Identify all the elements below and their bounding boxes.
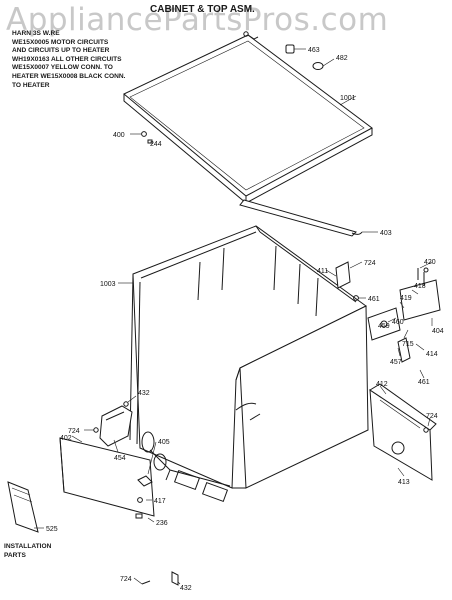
callout-label: 454 — [114, 455, 126, 462]
harness-note-line: HEATER WE15X0008 BLACK CONN. — [12, 72, 126, 80]
callout-label: 1003 — [100, 281, 116, 288]
callout-label: 724 — [120, 576, 132, 583]
harness-note: HARN 3S W.RE WE15X0005 MOTOR CIRCUITS AN… — [12, 30, 142, 90]
small-brackets — [93, 261, 429, 433]
lower-hardware — [135, 475, 179, 586]
callout-label: 715 — [402, 341, 414, 348]
front-strap — [239, 199, 363, 237]
callout-label: 432 — [180, 585, 192, 592]
installation-parts-label: INSTALLATION PARTS — [4, 543, 52, 559]
callout-label: 724 — [426, 413, 438, 420]
callout-label: 405 — [158, 439, 170, 446]
callout-label: 412 — [376, 381, 388, 388]
callout-label: 413 — [398, 479, 410, 486]
rear-rail — [369, 383, 437, 481]
callout-label: 457 — [390, 359, 402, 366]
leader-lines — [34, 48, 433, 585]
callout-label: 403 — [380, 230, 392, 237]
callout-label: 482 — [336, 55, 348, 62]
callout-label: 724 — [68, 428, 80, 435]
callout-label: 414 — [426, 351, 438, 358]
callout-label: 525 — [46, 526, 58, 533]
callout-label: 417 — [154, 498, 166, 505]
callout-label: 459 — [378, 323, 390, 330]
harness-note-line: WE15X0005 MOTOR CIRCUITS — [12, 38, 109, 46]
callout-label: 463 — [308, 47, 320, 54]
callout-label: 411 — [317, 268, 328, 275]
callout-label: 461 — [418, 379, 430, 386]
callout-numbers: 463 482 1001 400 244 403 1003 411 724 46… — [46, 47, 444, 592]
callout-label: 461 — [368, 296, 380, 303]
callout-label: 420 — [424, 259, 436, 266]
callout-label: 419 — [400, 295, 412, 302]
callout-label: 236 — [156, 520, 168, 527]
callout-label: 418 — [414, 283, 426, 290]
cabinet — [129, 225, 369, 503]
callout-label: 432 — [138, 390, 150, 397]
watermark: AppliancePartsPros.com — [6, 2, 389, 38]
door-switch — [99, 405, 133, 447]
diagram-title: CABINET & TOP ASM. — [150, 4, 255, 15]
callout-label: 400 — [113, 132, 125, 139]
installation-parts-bag — [7, 481, 39, 533]
front-lower-panel — [59, 437, 155, 517]
harness-note-line: AND CIRCUITS UP TO HEATER — [12, 47, 110, 55]
harness-note-heading: HARN 3S W.RE — [12, 30, 60, 37]
harness-note-line: WE15X0007 YELLOW CONN. TO — [12, 64, 113, 72]
harness-note-line: WH19X0163 ALL OTHER CIRCUITS — [12, 55, 122, 63]
callout-label: 1001 — [340, 95, 356, 102]
terminal-block — [367, 267, 441, 363]
callout-label: 460 — [392, 319, 404, 326]
callout-label: 724 — [364, 260, 376, 267]
callout-label: 244 — [150, 141, 162, 148]
top-panel — [123, 34, 373, 204]
callout-label: 402 — [60, 435, 72, 442]
harness-note-line: TO HEATER — [12, 81, 50, 89]
callout-label: 404 — [432, 328, 444, 335]
